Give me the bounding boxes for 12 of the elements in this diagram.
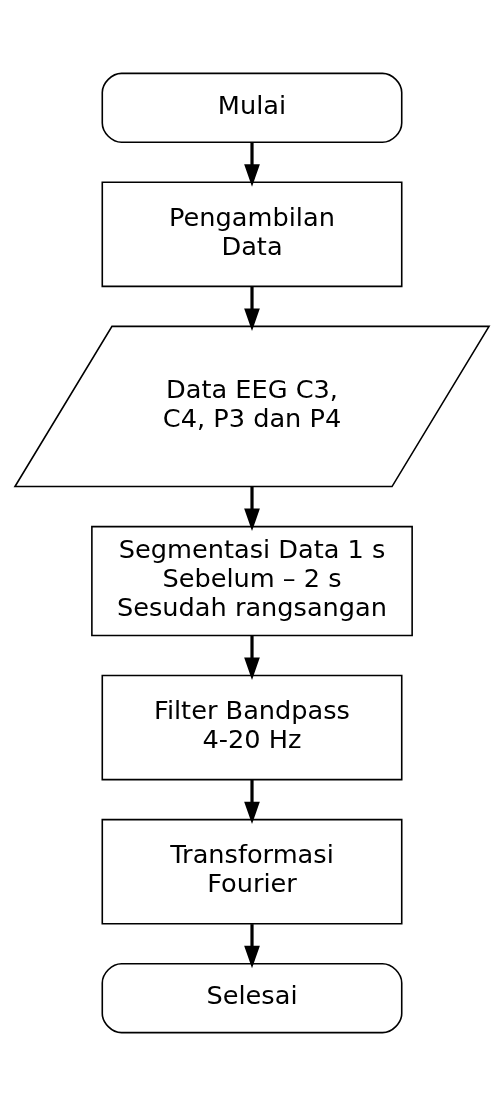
node-box: Mulai xyxy=(101,72,403,144)
node-box: Segmentasi Data 1 s Sebelum – 2 s Sesudah rangsangan xyxy=(91,525,413,637)
node-box: Filter Bandpass 4-20 Hz xyxy=(101,674,403,781)
node-box: Transformasi Fourier xyxy=(101,818,403,925)
arrow xyxy=(244,780,260,825)
arrow xyxy=(244,635,260,680)
arrow xyxy=(244,142,260,187)
arrow xyxy=(244,486,260,532)
node-box: Pengambilan Data xyxy=(101,181,403,288)
arrow xyxy=(244,924,260,969)
arrow xyxy=(244,286,260,331)
node-box: Selesai xyxy=(101,962,403,1034)
